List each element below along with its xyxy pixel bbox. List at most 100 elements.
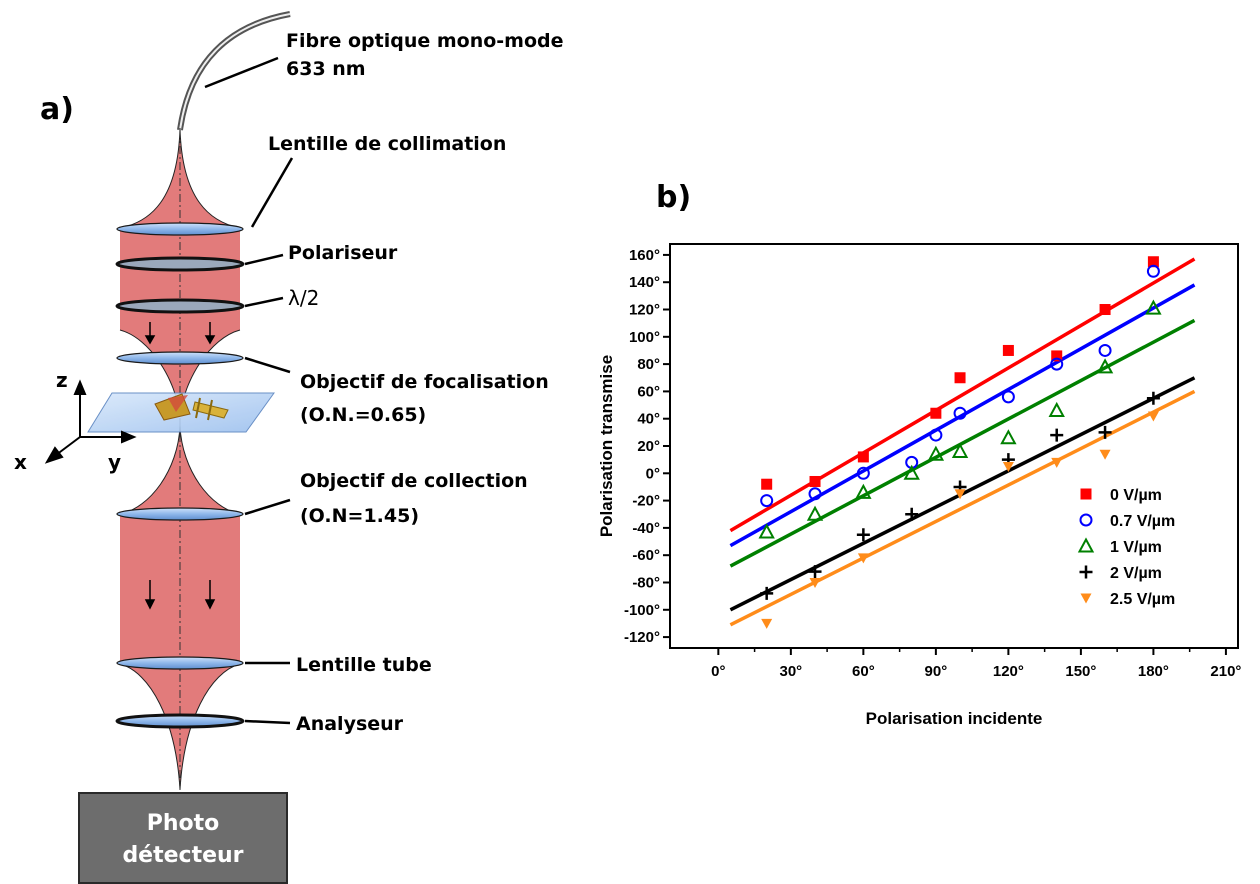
x-tick-label: 180° xyxy=(1138,663,1169,680)
polarizer-disc xyxy=(115,256,245,272)
photodetector: Photo détecteur xyxy=(78,792,288,884)
y-tick-label: 120° xyxy=(629,302,660,319)
fit-line xyxy=(729,389,1196,627)
data-point xyxy=(1146,264,1160,278)
data-point xyxy=(758,523,775,539)
data-point xyxy=(856,466,870,480)
analyzer-disc xyxy=(115,713,245,729)
data-point xyxy=(809,475,821,487)
data-point xyxy=(857,553,869,564)
legend-entry: 2.5 V/µm xyxy=(1110,591,1175,608)
legend-marker xyxy=(1079,565,1093,579)
fit-line xyxy=(729,283,1196,548)
data-point xyxy=(1051,350,1063,362)
x-tick-label: 30° xyxy=(780,663,803,680)
data-point xyxy=(905,507,919,521)
data-point xyxy=(1051,457,1063,468)
data-point xyxy=(951,442,969,458)
tube-lens-label: Lentille tube xyxy=(296,654,432,676)
data-point xyxy=(760,494,774,508)
half-wave-plate-label: λ/2 xyxy=(288,286,320,310)
legend-marker xyxy=(1080,593,1092,604)
y-axis-title: Polarisation transmise xyxy=(597,355,616,537)
y-tick-label: -20° xyxy=(632,493,660,510)
data-point xyxy=(1145,299,1162,315)
data-point xyxy=(954,372,966,384)
data-point xyxy=(1147,256,1159,268)
legend: 0 V/µm0.7 V/µm1 V/µm2 V/µm2.5 V/µm xyxy=(1077,487,1175,608)
fiber-wavelength-label: 633 nm xyxy=(286,58,366,80)
data-point xyxy=(1000,429,1017,445)
data-point xyxy=(929,428,943,442)
fiber-label: Fibre optique mono-mode xyxy=(286,30,564,52)
x-tick-label: 0° xyxy=(711,663,725,680)
collimation-lens xyxy=(116,222,244,236)
data-point xyxy=(856,528,870,542)
analyzer-label: Analyseur xyxy=(296,713,404,735)
axis-z-label: z xyxy=(56,368,68,392)
y-tick-label: 0° xyxy=(646,465,660,482)
optical-setup-diagram xyxy=(44,11,294,791)
fit-line xyxy=(729,257,1196,533)
y-tick-label: -120° xyxy=(624,629,660,646)
photodetector-label-line2: détecteur xyxy=(122,843,244,868)
legend-marker xyxy=(1080,488,1092,500)
y-axis-ticks: -120°-100°-80°-60°-40°-20°0°20°40°60°80°… xyxy=(624,247,670,646)
x-tick-label: 150° xyxy=(1065,663,1096,680)
focusing-objective-label: Objectif de focalisation xyxy=(300,371,549,393)
data-point xyxy=(1098,343,1112,357)
focusing-na-label: (O.N.=0.65) xyxy=(300,404,427,426)
data-point xyxy=(761,478,773,490)
nanostructure-sample xyxy=(154,393,229,421)
polarization-chart: 0° 30° 60° 90° 120° 150° 180° 210° -120° -100° -8… xyxy=(597,243,1241,728)
data-point xyxy=(930,407,942,419)
half-wave-plate-disc xyxy=(115,298,245,314)
data-point xyxy=(808,487,822,501)
data-point xyxy=(1050,428,1064,442)
coordinate-axes xyxy=(44,379,137,464)
legend-entry: 2 V/µm xyxy=(1110,565,1162,582)
legend-marker xyxy=(1079,513,1093,527)
polarization-arrows-top xyxy=(144,322,216,345)
y-tick-label: 40° xyxy=(637,411,660,428)
photodetector-label-line1: Photo xyxy=(146,811,220,836)
data-point xyxy=(761,618,773,629)
legend-marker xyxy=(1077,537,1095,553)
x-tick-label: 90° xyxy=(925,663,948,680)
data-point xyxy=(855,483,872,499)
data-point xyxy=(760,586,774,600)
axis-x-label: x xyxy=(14,450,27,474)
polarizer-label: Polariseur xyxy=(288,242,398,264)
panel-a-label: a) xyxy=(40,92,74,127)
collimation-lens-label: Lentille de collimation xyxy=(268,133,507,155)
data-point xyxy=(806,505,824,521)
axis-y-label: y xyxy=(108,450,122,474)
y-tick-label: 20° xyxy=(637,438,660,455)
x-tick-label: 120° xyxy=(993,663,1024,680)
collection-objective-label: Objectif de collection xyxy=(300,470,528,492)
tube-lens xyxy=(116,656,244,670)
y-tick-label: -40° xyxy=(632,520,660,537)
panel-b-label: b) xyxy=(656,180,692,215)
y-tick-label: 60° xyxy=(637,383,660,400)
data-point xyxy=(1002,344,1014,356)
data-point xyxy=(1099,449,1111,460)
y-tick-label: -80° xyxy=(632,574,660,591)
data-point xyxy=(953,406,967,420)
x-axis-ticks: 0°30°60°90°120°150°180°210° xyxy=(711,648,1241,680)
data-point xyxy=(808,565,822,579)
polarization-arrows-bottom xyxy=(144,580,216,610)
legend-entry: 1 V/µm xyxy=(1110,539,1162,556)
focusing-objective-lens xyxy=(116,351,244,365)
collection-objective-lens xyxy=(116,507,244,521)
data-point xyxy=(903,464,920,480)
x-tick-label: 210° xyxy=(1210,663,1241,680)
y-tick-label: -100° xyxy=(624,602,660,619)
data-point xyxy=(927,445,945,461)
data-point xyxy=(1096,358,1114,374)
collection-na-label: (O.N=1.45) xyxy=(300,505,420,527)
data-point xyxy=(1146,391,1160,405)
x-axis-title: Polarisation incidente xyxy=(866,709,1043,728)
data-point xyxy=(1050,357,1064,371)
legend-entry: 0.7 V/µm xyxy=(1110,513,1175,530)
